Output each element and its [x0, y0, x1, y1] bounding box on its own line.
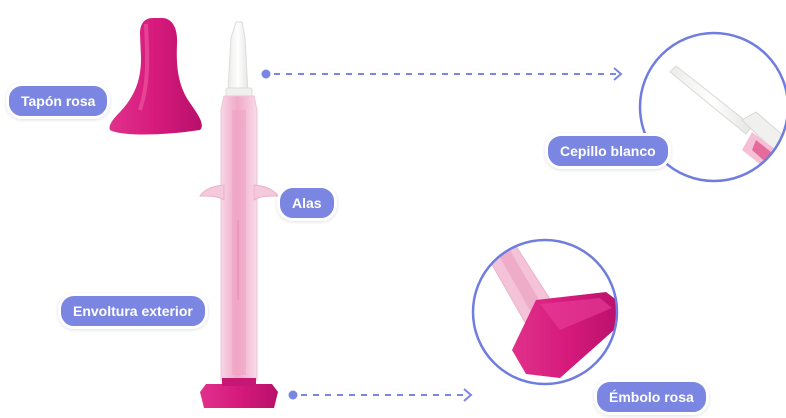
zoom-circle-plunger — [473, 240, 622, 384]
label-embolo-rosa: Émbolo rosa — [594, 379, 709, 415]
connector-top — [262, 68, 622, 80]
base-plunger — [200, 384, 278, 408]
label-alas: Alas — [277, 185, 337, 221]
label-tapon-rosa: Tapón rosa — [6, 83, 110, 119]
label-envoltura-exterior: Envoltura exterior — [58, 293, 208, 329]
applicator-device — [200, 22, 278, 408]
pink-cap — [109, 18, 201, 135]
brush-tip — [228, 22, 248, 92]
label-cepillo-blanco: Cepillo blanco — [545, 133, 671, 169]
connector-bottom — [289, 389, 472, 401]
